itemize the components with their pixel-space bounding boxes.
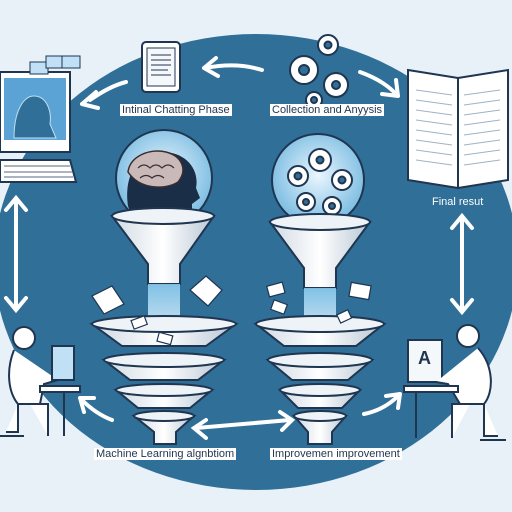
screen-letter: A [418,348,431,368]
computer-icon [0,55,81,183]
label-machine-learning: Machine Learning algnbtiom [94,448,237,460]
label-initial-chatting-phase: Intinal Chatting Phase [120,104,232,116]
arrow-icon [362,392,402,416]
arrow-icon [450,212,474,316]
arrow-icon [4,194,28,314]
arrow-icon [202,56,264,78]
arrow-icon [80,80,128,110]
label-collection-analysis: Collection and Anyysis [270,104,385,116]
person-at-desk-icon [0,326,81,437]
arrow-icon [358,70,400,98]
funnel-icon [253,213,387,445]
envelope-icon [91,275,223,346]
brain-bulb [115,129,213,227]
gears-bulb-icon [271,133,365,227]
label-improvement: Improvemen improvement [270,448,402,460]
tablet-icon [141,41,181,93]
arrow-icon [78,396,114,422]
label-final-result: Final resut [432,196,484,208]
arrow-icon [190,410,296,440]
envelope-icon [265,281,372,324]
person-at-desk-icon [403,324,506,441]
open-book-icon [407,68,509,190]
funnel-icon [88,207,240,445]
gears-icon [289,34,349,109]
